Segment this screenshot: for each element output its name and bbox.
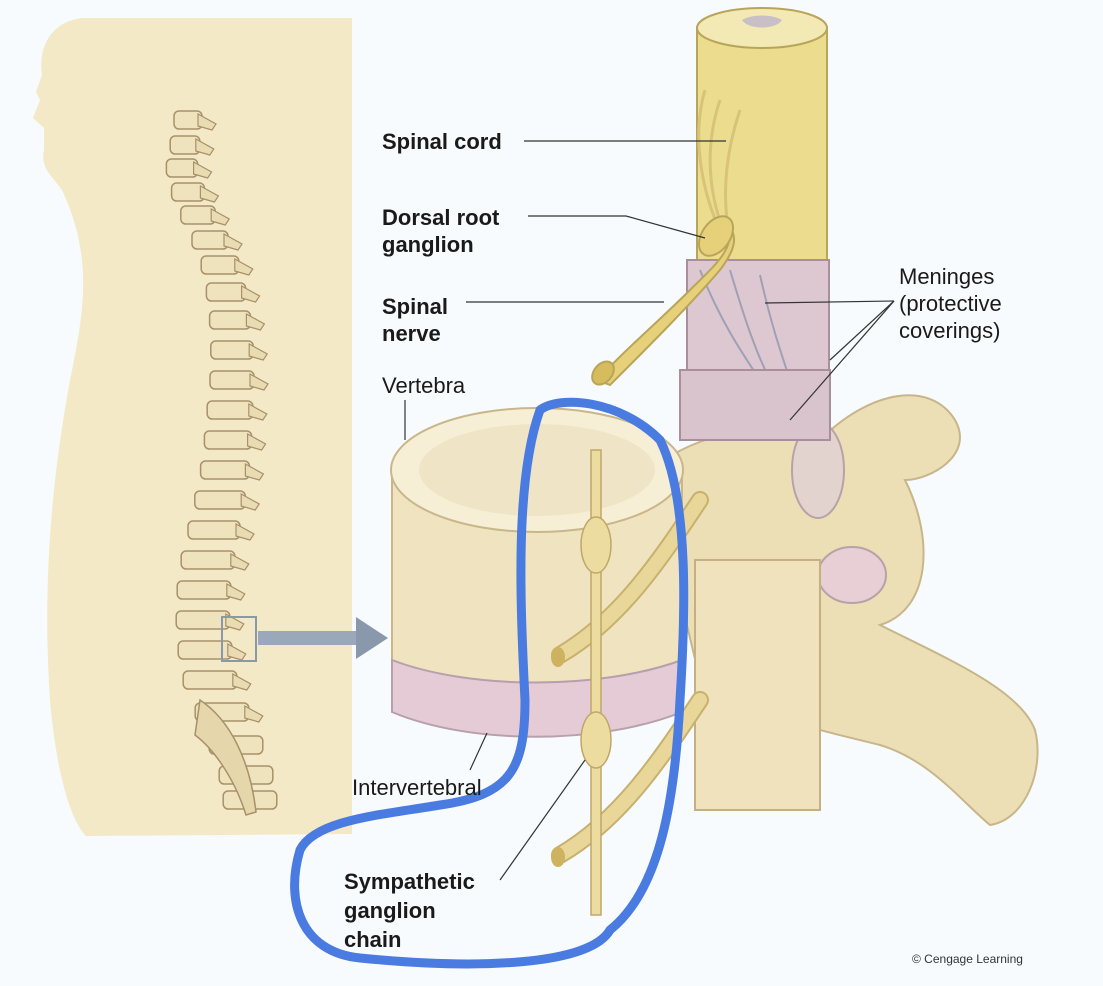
vertebra-process (249, 372, 269, 391)
vertebra-process (210, 207, 231, 226)
copyright-credit: © Cengage Learning (912, 952, 1023, 966)
label-line: chain (344, 927, 402, 952)
vertebra-segment (203, 430, 253, 450)
vertebra-process (193, 160, 213, 179)
label-line: (protective (899, 291, 1002, 316)
vertebra-process (248, 342, 269, 361)
vertebra-process (244, 704, 264, 723)
label-meninges: Meninges (protective coverings) (899, 263, 1002, 344)
label-line: ganglion (382, 232, 474, 257)
label-vertebra: Vertebra (382, 373, 466, 398)
vertebra-process (240, 492, 261, 511)
vertebra-segment (177, 640, 233, 660)
vertebra-segment (187, 520, 241, 540)
vertebra-segment (199, 460, 251, 480)
spinal-cord-lower (694, 559, 821, 811)
vertebra-segment (194, 490, 246, 510)
sacrum (194, 698, 257, 816)
spine-column (165, 110, 278, 816)
vertebra-process (197, 112, 217, 131)
label-dorsal-root-ganglion: Dorsal root ganglion (382, 204, 499, 258)
zoom-region-box (221, 616, 257, 662)
zoom-arrow-icon (258, 617, 388, 659)
vertebra-process (230, 552, 250, 571)
label-intervertebral-disc: Intervertebral disc (352, 774, 482, 800)
label-line: Spinal (382, 294, 449, 319)
vertebra-process (232, 672, 252, 691)
vertebra-process (235, 522, 255, 541)
vertebra-segment (210, 340, 254, 360)
label-line: Sympathetic (344, 869, 475, 894)
label-line: Meninges (899, 264, 995, 289)
sympathetic-chain (580, 449, 612, 916)
label-spinal-cord: Spinal cord (382, 129, 502, 154)
label-line: Intervertebral (352, 775, 482, 800)
vertebra-segment (170, 182, 206, 202)
vertebra-process (199, 184, 220, 203)
vertebra-process (223, 232, 243, 251)
spinal-cord (696, 7, 828, 269)
vertebra-process (234, 257, 254, 276)
vertebra-process (245, 312, 266, 331)
vertebra-segment (180, 550, 236, 570)
vertebra-process (241, 284, 261, 303)
label-spinal-nerve: Spinal nerve (382, 293, 448, 347)
vertebra-segment (182, 670, 238, 690)
vertebra-segment (176, 580, 232, 600)
leader-lines (404, 140, 895, 881)
vertebra-segment (209, 370, 255, 390)
vertebra-segment (180, 205, 216, 225)
highlight-outline (290, 397, 689, 969)
vertebra-process (247, 432, 267, 451)
vertebra-process (226, 582, 246, 601)
vertebra-segment (200, 255, 240, 275)
label-line: Dorsal root (382, 205, 500, 230)
vertebra-segment (205, 282, 247, 302)
vertebra-segment (206, 400, 254, 420)
label-line: coverings) (899, 318, 1001, 343)
vertebra-segment (191, 230, 229, 250)
vertebral-arch (648, 394, 1039, 827)
vertebra-process (248, 402, 268, 421)
vertebra-process (195, 137, 215, 156)
label-line: ganglion (344, 898, 436, 923)
vertebra-process (244, 462, 265, 481)
nerve-branches (551, 491, 709, 867)
label-line: nerve (382, 321, 441, 346)
vertebra-segment (208, 310, 252, 330)
dorsal-root-ganglion (697, 215, 735, 257)
vertebra-segment (165, 158, 199, 178)
label-sympathetic-ganglion-chain: Sympathetic ganglion chain (344, 867, 475, 954)
